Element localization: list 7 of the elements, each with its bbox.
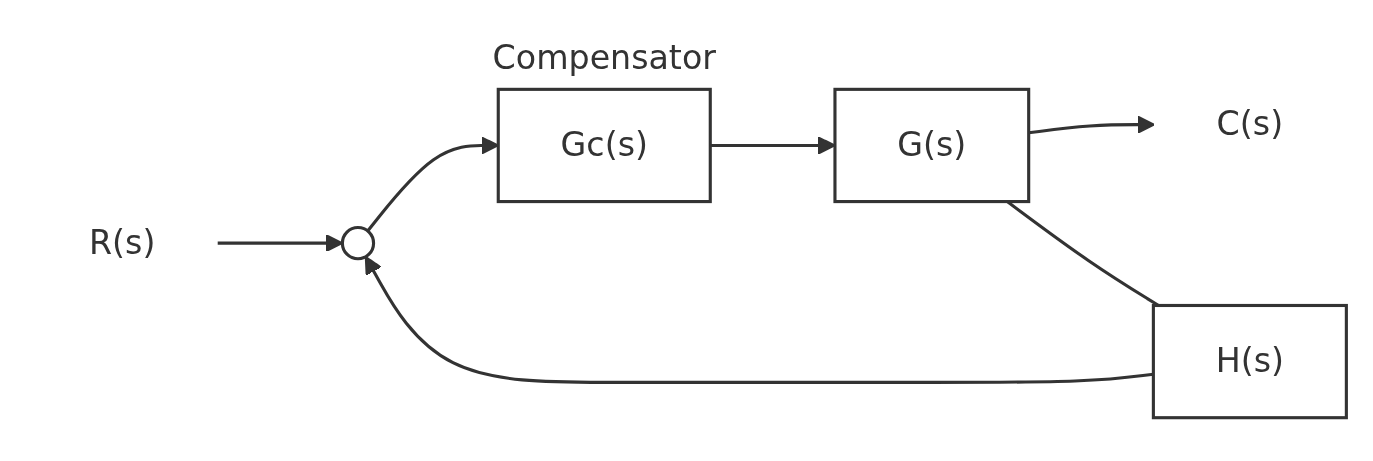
node-text: R(s) bbox=[88, 222, 156, 262]
node-circle bbox=[340, 225, 376, 261]
block-caption: Compensator bbox=[492, 37, 716, 77]
node-box: H(s) bbox=[1151, 303, 1348, 420]
node-box: Gc(s) bbox=[496, 87, 712, 203]
node-text: C(s) bbox=[1216, 103, 1284, 144]
node-box: G(s) bbox=[833, 87, 1031, 203]
